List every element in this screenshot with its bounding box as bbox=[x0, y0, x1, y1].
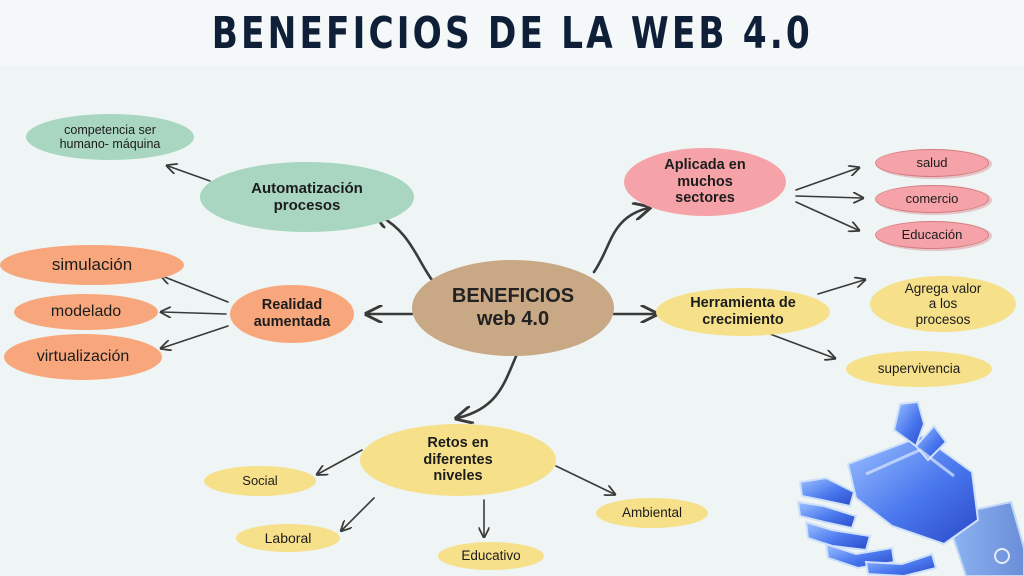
virtualizacion-label: virtualización bbox=[36, 347, 130, 365]
arrow-to-virtualizacion bbox=[162, 325, 229, 348]
arrow-to-educacion bbox=[795, 201, 858, 230]
retos-label: Retos en diferentes niveles bbox=[423, 434, 493, 485]
competencia-node: competencia ser humano- máquina bbox=[26, 114, 194, 160]
simulacion-label: simulación bbox=[51, 255, 133, 275]
arrow-to-ambiental bbox=[555, 465, 614, 494]
ambiental-node: Ambiental bbox=[596, 498, 708, 528]
arrow-to-social bbox=[318, 449, 363, 474]
educativo-label: Educativo bbox=[461, 548, 521, 564]
salud-label: salud bbox=[916, 154, 948, 170]
aplicada-label: Aplicada en muchos sectores bbox=[664, 156, 746, 207]
robot-hand-illustration bbox=[796, 400, 1024, 576]
simulacion-node: simulación bbox=[0, 245, 184, 285]
arrow-to-simulacion bbox=[162, 276, 229, 303]
mind-map: BENEFICIOS web 4.0 Automatización proces… bbox=[0, 66, 1024, 576]
arrow-center-retos bbox=[458, 352, 519, 418]
educacion-label: Educación bbox=[901, 226, 963, 242]
center-label: BENEFICIOS web 4.0 bbox=[451, 285, 575, 330]
automatizacion-label: Automatización procesos bbox=[251, 179, 363, 214]
modelado-label: modelado bbox=[50, 302, 122, 320]
retos-node: Retos en diferentes niveles bbox=[360, 424, 556, 496]
herramienta-label: Herramienta de crecimiento bbox=[690, 295, 796, 328]
header-bar: BENEFICIOS DE LA WEB 4.0 bbox=[0, 0, 1024, 66]
arrow-to-comercio bbox=[795, 196, 862, 198]
arrow-to-modelado bbox=[162, 312, 227, 314]
educacion-node: Educación bbox=[876, 222, 988, 248]
agrega-node: Agrega valor a los procesos bbox=[870, 276, 1016, 332]
supervivencia-label: supervivencia bbox=[877, 361, 961, 377]
aplicada-node: Aplicada en muchos sectores bbox=[624, 148, 786, 216]
competencia-label: competencia ser humano- máquina bbox=[59, 122, 161, 151]
realidad-label: Realidad aumentada bbox=[253, 297, 331, 330]
herramienta-node: Herramienta de crecimiento bbox=[656, 288, 830, 336]
arrow-to-salud bbox=[795, 168, 858, 191]
laboral-label: Laboral bbox=[264, 529, 312, 546]
social-label: Social bbox=[242, 472, 278, 488]
comercio-label: comercio bbox=[905, 190, 959, 206]
page-title: BENEFICIOS DE LA WEB 4.0 bbox=[211, 7, 813, 59]
arrow-center-aplicada bbox=[592, 208, 648, 274]
arrow-center-automatizacion bbox=[376, 214, 434, 282]
social-node: Social bbox=[204, 466, 316, 496]
comercio-node: comercio bbox=[876, 186, 988, 212]
modelado-node: modelado bbox=[14, 294, 158, 330]
arrow-to-laboral bbox=[342, 497, 375, 530]
arrow-to-supervivencia bbox=[769, 333, 834, 358]
realidad-node: Realidad aumentada bbox=[230, 285, 354, 343]
educativo-node: Educativo bbox=[438, 542, 544, 570]
ambiental-label: Ambiental bbox=[621, 505, 683, 521]
automatizacion-node: Automatización procesos bbox=[200, 162, 414, 232]
center-node: BENEFICIOS web 4.0 bbox=[412, 260, 614, 356]
supervivencia-node: supervivencia bbox=[846, 351, 992, 387]
agrega-label: Agrega valor a los procesos bbox=[904, 280, 982, 327]
laboral-node: Laboral bbox=[236, 524, 340, 552]
arrow-to-agrega bbox=[817, 280, 864, 295]
arrow-to-competencia bbox=[168, 166, 211, 182]
virtualizacion-node: virtualización bbox=[4, 334, 162, 380]
salud-node: salud bbox=[876, 150, 988, 176]
connector-arrows bbox=[0, 66, 1024, 576]
